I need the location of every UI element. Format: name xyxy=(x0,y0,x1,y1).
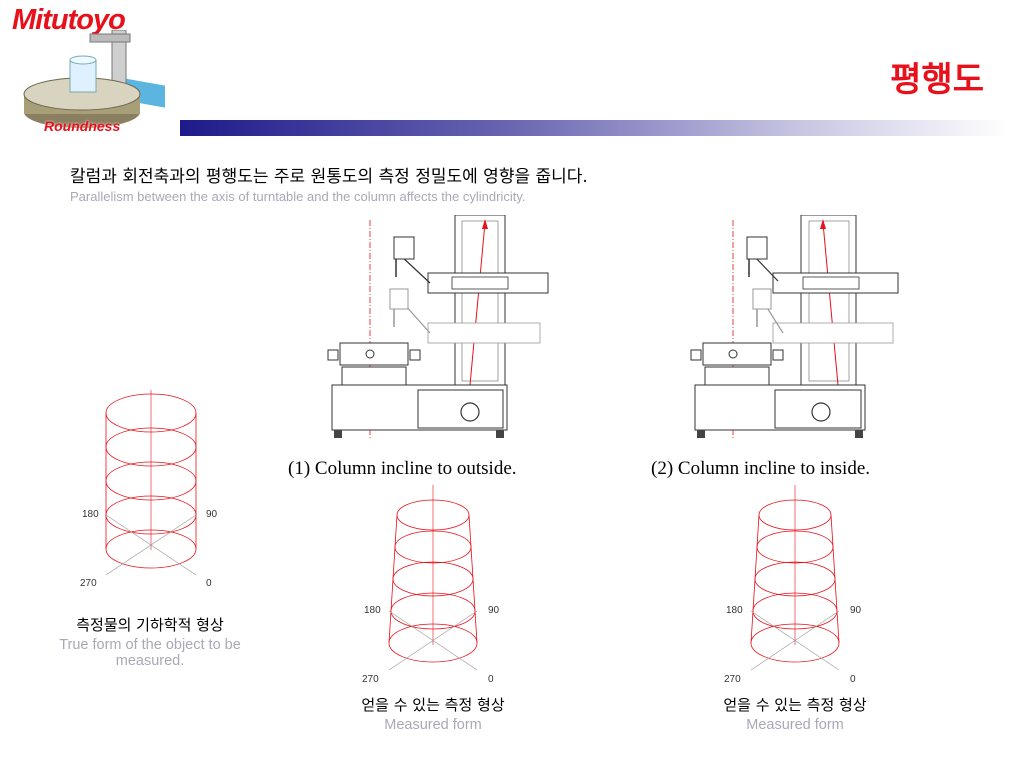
angle-180: 180 xyxy=(82,509,99,520)
angle-90: 90 xyxy=(206,509,218,520)
machine-diagram-outward xyxy=(327,215,549,440)
angle-0: 0 xyxy=(850,674,856,685)
intro-korean: 칼럼과 회전축과의 평행도는 주로 원통도의 측정 정밀도에 영향을 줍니다. xyxy=(70,167,588,187)
page-title: 평행도 xyxy=(890,60,984,100)
roundness-machine-logo-image xyxy=(23,30,165,128)
angle-270: 270 xyxy=(362,674,379,685)
intro-english: Parallelism between the axis of turntabl… xyxy=(70,189,526,204)
angle-0: 0 xyxy=(488,674,494,685)
machine-diagram-inward xyxy=(690,215,899,440)
true-form-cylinder: 180 90 270 0 xyxy=(80,390,218,589)
caption-measured-form-ko-case1: 얻을 수 있는 측정 형상 xyxy=(361,696,505,714)
measured-form-cylinder-case1: 180 90 270 0 xyxy=(362,485,500,685)
header-gradient-bar xyxy=(180,120,1010,136)
angle-90: 90 xyxy=(488,605,500,616)
angle-270: 270 xyxy=(80,578,97,589)
caption-measured-form-en-case2: Measured form xyxy=(746,717,844,733)
angle-0: 0 xyxy=(206,578,212,589)
angle-180: 180 xyxy=(364,605,381,616)
caption-true-form-ko: 측정물의 기하학적 형상 xyxy=(76,616,224,634)
caption-case1: (1) Column incline to outside. xyxy=(288,458,517,479)
caption-case2: (2) Column incline to inside. xyxy=(651,458,871,479)
angle-90: 90 xyxy=(850,605,862,616)
roundness-caption: Roundness xyxy=(44,118,121,134)
mitutoyo-logo: Mitutoyo xyxy=(12,4,126,36)
measured-form-cylinder-case2: 180 90 270 0 xyxy=(724,485,862,685)
angle-270: 270 xyxy=(724,674,741,685)
caption-measured-form-ko-case2: 얻을 수 있는 측정 형상 xyxy=(723,696,867,714)
angle-180: 180 xyxy=(726,605,743,616)
caption-true-form-en: True form of the object to be measured. xyxy=(59,637,241,669)
caption-measured-form-en-case1: Measured form xyxy=(384,717,482,733)
